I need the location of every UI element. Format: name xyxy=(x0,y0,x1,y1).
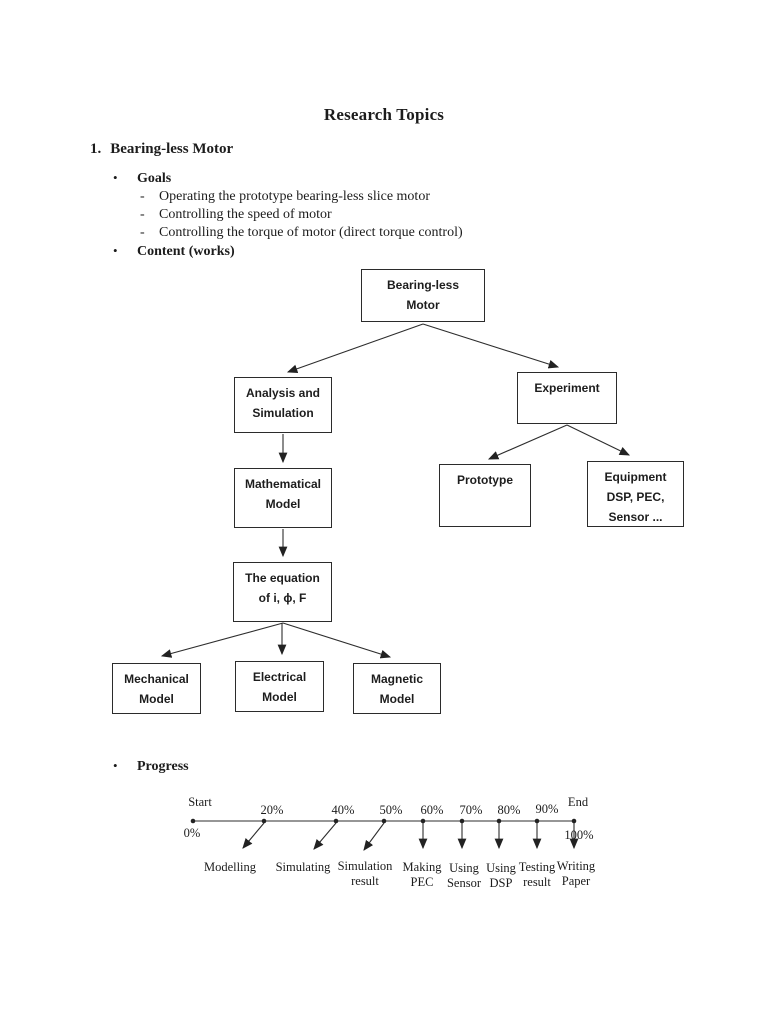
timeline-task-using-dsp: Using DSP xyxy=(486,861,516,890)
bullet-icon: • xyxy=(113,243,118,258)
timeline-task-simulating: Simulating xyxy=(275,860,331,874)
goal-item: - Controlling the speed of motor xyxy=(140,207,332,223)
timeline-task-testing-result: Testing result xyxy=(518,860,556,889)
timeline-label-80: 80% xyxy=(497,803,521,817)
progress-bullet-row: • Progress xyxy=(113,758,189,775)
goal-item-text: Controlling the speed of motor xyxy=(159,207,332,222)
dash-icon: - xyxy=(140,225,145,240)
timeline-task-modelling: Modelling xyxy=(203,860,257,874)
page-title: Research Topics xyxy=(323,105,445,124)
flowchart-box-equipment: Equipment DSP, PEC, Sensor ... xyxy=(587,461,684,527)
goals-label: Goals xyxy=(137,171,172,186)
timeline-task-using-sensor: Using Sensor xyxy=(446,861,482,890)
timeline-label-50: 50% xyxy=(379,803,403,817)
flowchart-box-analysis-simulation: Analysis and Simulation xyxy=(234,377,332,433)
bullet-icon: • xyxy=(113,170,118,185)
timeline-task-making-pec: Making PEC xyxy=(402,860,442,889)
goal-item: - Controlling the torque of motor (direc… xyxy=(140,225,463,241)
flowchart-box-mechanical-model: Mechanical Model xyxy=(112,663,201,714)
timeline-task-writing-paper: Writing Paper xyxy=(556,859,596,888)
timeline-label-20: 20% xyxy=(260,803,284,817)
flowchart-box-experiment: Experiment xyxy=(517,372,617,424)
section-title: Bearing-less Motor xyxy=(110,141,234,157)
content-label: Content (works) xyxy=(137,244,235,259)
flowchart-box-magnetic-model: Magnetic Model xyxy=(353,663,441,714)
progress-label: Progress xyxy=(137,759,189,774)
flowchart-box-electrical-model: Electrical Model xyxy=(235,661,324,712)
flowchart-box-bearing-less-motor: Bearing-less Motor xyxy=(361,269,485,322)
timeline-label-100pct: 100% xyxy=(564,828,594,842)
bullet-icon: • xyxy=(113,758,118,773)
goals-bullet-row: • Goals xyxy=(113,170,171,187)
goal-item-text: Operating the prototype bearing-less sli… xyxy=(159,189,430,204)
timeline-label-60: 60% xyxy=(420,803,444,817)
section-heading: 1. Bearing-less Motor xyxy=(90,141,233,158)
timeline-task-simulation-result: Simulation result xyxy=(337,859,393,888)
goal-item: - Operating the prototype bearing-less s… xyxy=(140,189,430,205)
dash-icon: - xyxy=(140,189,145,204)
goal-item-text: Controlling the torque of motor (direct … xyxy=(159,225,463,240)
dash-icon: - xyxy=(140,207,145,222)
content-bullet-row: • Content (works) xyxy=(113,243,235,260)
timeline-label-0pct: 0% xyxy=(183,826,201,840)
timeline-label-start: Start xyxy=(188,795,212,809)
flowchart-box-prototype: Prototype xyxy=(439,464,531,527)
flowchart-box-mathematical-model: Mathematical Model xyxy=(234,468,332,528)
timeline-label-40: 40% xyxy=(331,803,355,817)
section-number: 1. xyxy=(90,141,102,157)
timeline-label-90: 90% xyxy=(535,802,559,816)
timeline-label-end: End xyxy=(567,795,589,809)
timeline-label-70: 70% xyxy=(459,803,483,817)
flowchart-box-equation: The equation of i, ϕ, F xyxy=(233,562,332,622)
